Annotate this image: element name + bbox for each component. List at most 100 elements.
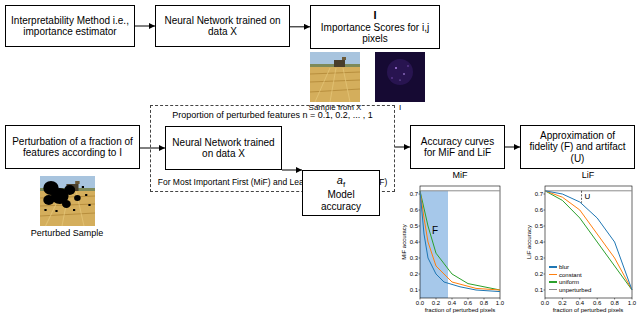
legend-line	[549, 289, 557, 291]
symbol-letter: a	[337, 174, 343, 186]
axis-tick	[484, 298, 485, 300]
tick-label: 0.2	[535, 271, 543, 277]
legend-text: blur	[559, 264, 569, 270]
flow-arrow	[395, 147, 410, 148]
axis-tick	[579, 298, 580, 300]
legend-line	[549, 281, 557, 283]
axis-tick	[597, 298, 598, 300]
legend-line	[549, 274, 557, 276]
legend-text: uniform	[559, 279, 579, 285]
symbol-subscript: f	[343, 180, 345, 189]
legend-text: unperturbed	[559, 287, 591, 293]
accuracy-curve	[420, 191, 500, 290]
axis-tick	[545, 298, 546, 300]
accuracy-box: afModel accuracy	[302, 170, 380, 216]
curves-box: Accuracy curves for MiF and LiF	[410, 125, 505, 169]
legend-text: constant	[559, 272, 582, 278]
axis-tick	[500, 298, 501, 300]
perturbed-photo	[40, 176, 95, 226]
legend-row: uniform	[549, 279, 579, 285]
tick-label: 0.2	[410, 271, 418, 277]
legend-row: constant	[549, 272, 582, 278]
scores-box: IImportance Scores for i,j pixels	[310, 5, 440, 49]
box-text: Interpretability Method i.e., importance…	[11, 15, 129, 38]
tick-label: 0.7	[410, 191, 418, 197]
axis-tick	[419, 210, 421, 211]
axis-tick	[544, 290, 546, 291]
fidelity-box: Approximation of fidelity (F) and artifa…	[520, 125, 635, 169]
tick-label: 0.4	[448, 300, 456, 306]
accuracy-curve	[420, 191, 500, 290]
tick-label: 0.2	[558, 300, 566, 306]
tick-label: 0.6	[593, 300, 601, 306]
axis-tick	[544, 210, 546, 211]
plot-frame	[545, 186, 632, 298]
tick-label: 1.0	[496, 300, 504, 306]
image-caption: Sample from X	[309, 104, 362, 112]
box-text: Neural Network trained on data X	[161, 15, 284, 38]
legend-row: blur	[549, 264, 569, 270]
chart-title: MiF	[453, 171, 468, 180]
axis-tick	[419, 242, 421, 243]
axis-tick	[614, 298, 615, 300]
flow-arrow	[290, 26, 310, 27]
plot-frame	[420, 186, 500, 298]
tick-label: 0.5	[410, 223, 418, 229]
tick-label: 0.8	[480, 300, 488, 306]
axis-tick	[544, 226, 546, 227]
accuracy-symbol: af	[337, 174, 345, 189]
tick-label: 0.3	[410, 255, 418, 261]
tick-label: 0.4	[535, 239, 543, 245]
tick-label: 0.0	[541, 300, 549, 306]
importance-heatmap	[375, 52, 425, 102]
axis-tick	[452, 298, 453, 300]
tick-label: 0.6	[464, 300, 472, 306]
wheat-photo	[310, 52, 360, 102]
axis-tick	[419, 226, 421, 227]
axis-tick	[419, 258, 421, 259]
tick-label: 0.2	[432, 300, 440, 306]
axis-tick	[436, 298, 437, 300]
box-text: Accuracy curves for MiF and LiF	[416, 136, 499, 159]
flow-arrow	[140, 148, 165, 149]
accuracy-curve	[420, 190, 500, 191]
accuracy-curve	[420, 191, 500, 292]
axis-title: LiF accuracy	[526, 225, 532, 259]
image-caption: I	[399, 104, 401, 112]
loop-group: Proportion of perturbed features n = 0.1…	[150, 105, 395, 192]
tick-label: 0.7	[535, 191, 543, 197]
axis-tick	[562, 298, 563, 300]
axis-tick	[419, 274, 421, 275]
axis-tick	[544, 194, 546, 195]
box-text: Approximation of fidelity (F) and artifa…	[526, 130, 629, 165]
axis-tick	[544, 274, 546, 275]
axis-tick	[632, 298, 633, 300]
network-box: Neural Network trained on data X	[165, 126, 282, 170]
area-label: U	[585, 193, 591, 201]
accuracy-curve	[545, 191, 632, 290]
axis-tick	[544, 242, 546, 243]
legend-line	[549, 266, 557, 268]
box-heading: I	[373, 9, 376, 22]
accuracy-curve	[545, 191, 632, 290]
tick-label: 0.1	[535, 287, 543, 293]
axis-tick	[419, 290, 421, 291]
perturbation-box: Perturbation of a fraction of features a…	[5, 125, 140, 169]
tick-label: 0.6	[535, 207, 543, 213]
axis-title: fraction of perturbed pixels	[553, 307, 624, 313]
network-box: Neural Network trained on data X	[155, 5, 290, 47]
accuracy-curve	[545, 191, 632, 290]
tick-label: 0.6	[410, 207, 418, 213]
axis-tick	[468, 298, 469, 300]
axis-title: MiF accuracy	[401, 224, 407, 260]
flow-arrow	[135, 26, 155, 27]
tick-label: 0.0	[416, 300, 424, 306]
flow-arrow	[282, 170, 302, 171]
tick-label: 0.5	[535, 223, 543, 229]
tick-label: 0.4	[576, 300, 584, 306]
axis-title: fraction of perturbed pixels	[425, 307, 496, 313]
box-text: Model accuracy	[308, 189, 374, 212]
area-label: F	[432, 226, 438, 236]
tick-label: 0.1	[410, 287, 418, 293]
